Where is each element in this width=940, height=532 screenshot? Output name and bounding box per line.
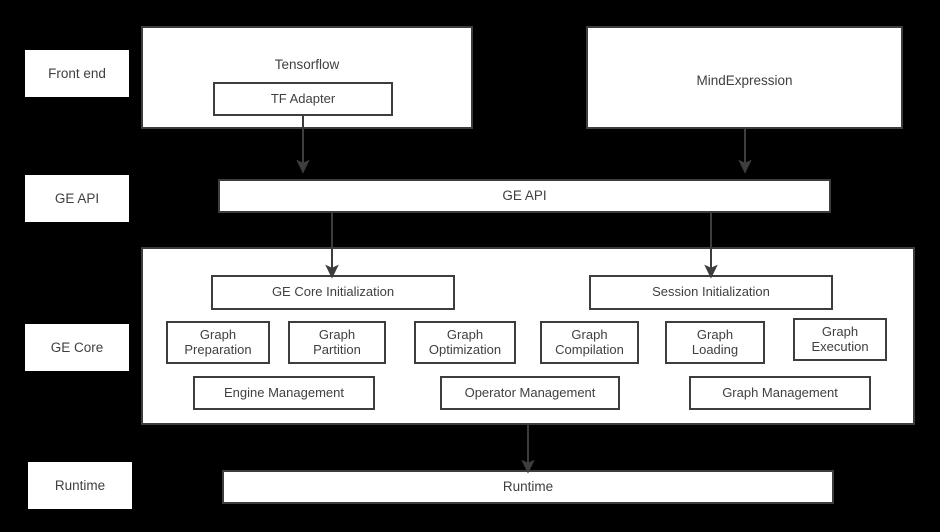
operator-management-box[interactable]: Operator Management [440, 376, 620, 410]
graph-partition-label: Graph Partition [313, 326, 361, 357]
graph-loading-box[interactable]: Graph Loading [665, 321, 765, 364]
graph-loading-label: Graph Loading [691, 326, 739, 357]
graph-execution-box[interactable]: Graph Execution [793, 318, 887, 361]
ge-core-initialization-box[interactable]: GE Core Initialization [211, 275, 455, 310]
session-initialization-label: Session Initialization [652, 284, 770, 300]
tensorflow-title: Tensorflow [274, 57, 340, 72]
tf-adapter-label: TF Adapter [270, 90, 336, 106]
layer-label-runtime-text: Runtime [54, 477, 106, 493]
engine-management-label: Engine Management [224, 384, 344, 400]
session-initialization-box[interactable]: Session Initialization [589, 275, 833, 310]
layer-label-runtime: Runtime [28, 462, 132, 509]
tf-adapter-box[interactable]: TF Adapter [213, 82, 393, 116]
graph-compilation-box[interactable]: Graph Compilation [540, 321, 639, 364]
graph-preparation-box[interactable]: Graph Preparation [166, 321, 270, 364]
runtime-bar-label: Runtime [502, 479, 554, 495]
runtime-bar[interactable]: Runtime [222, 470, 834, 504]
layer-label-ge-core: GE Core [25, 324, 129, 371]
mindexpression-container[interactable]: MindExpression [586, 26, 903, 129]
layer-label-ge-core-text: GE Core [50, 339, 104, 355]
graph-management-box[interactable]: Graph Management [689, 376, 871, 410]
layer-label-front-end-text: Front end [48, 65, 106, 81]
layer-label-front-end: Front end [25, 50, 129, 97]
graph-partition-box[interactable]: Graph Partition [288, 321, 386, 364]
graph-management-label: Graph Management [722, 384, 838, 400]
engine-management-box[interactable]: Engine Management [193, 376, 375, 410]
graph-optimization-label: Graph Optimization [428, 326, 502, 357]
ge-core-initialization-label: GE Core Initialization [271, 284, 395, 300]
graph-compilation-label: Graph Compilation [555, 326, 624, 357]
graph-preparation-label: Graph Preparation [184, 326, 252, 357]
ge-api-bar[interactable]: GE API [218, 179, 831, 213]
ge-api-bar-label: GE API [502, 188, 547, 204]
graph-optimization-box[interactable]: Graph Optimization [414, 321, 516, 364]
graph-execution-label: Graph Execution [811, 323, 869, 354]
layer-label-ge-api: GE API [25, 175, 129, 222]
operator-management-label: Operator Management [464, 384, 596, 400]
layer-label-ge-api-text: GE API [54, 190, 100, 206]
mindexpression-title: MindExpression [696, 73, 793, 88]
